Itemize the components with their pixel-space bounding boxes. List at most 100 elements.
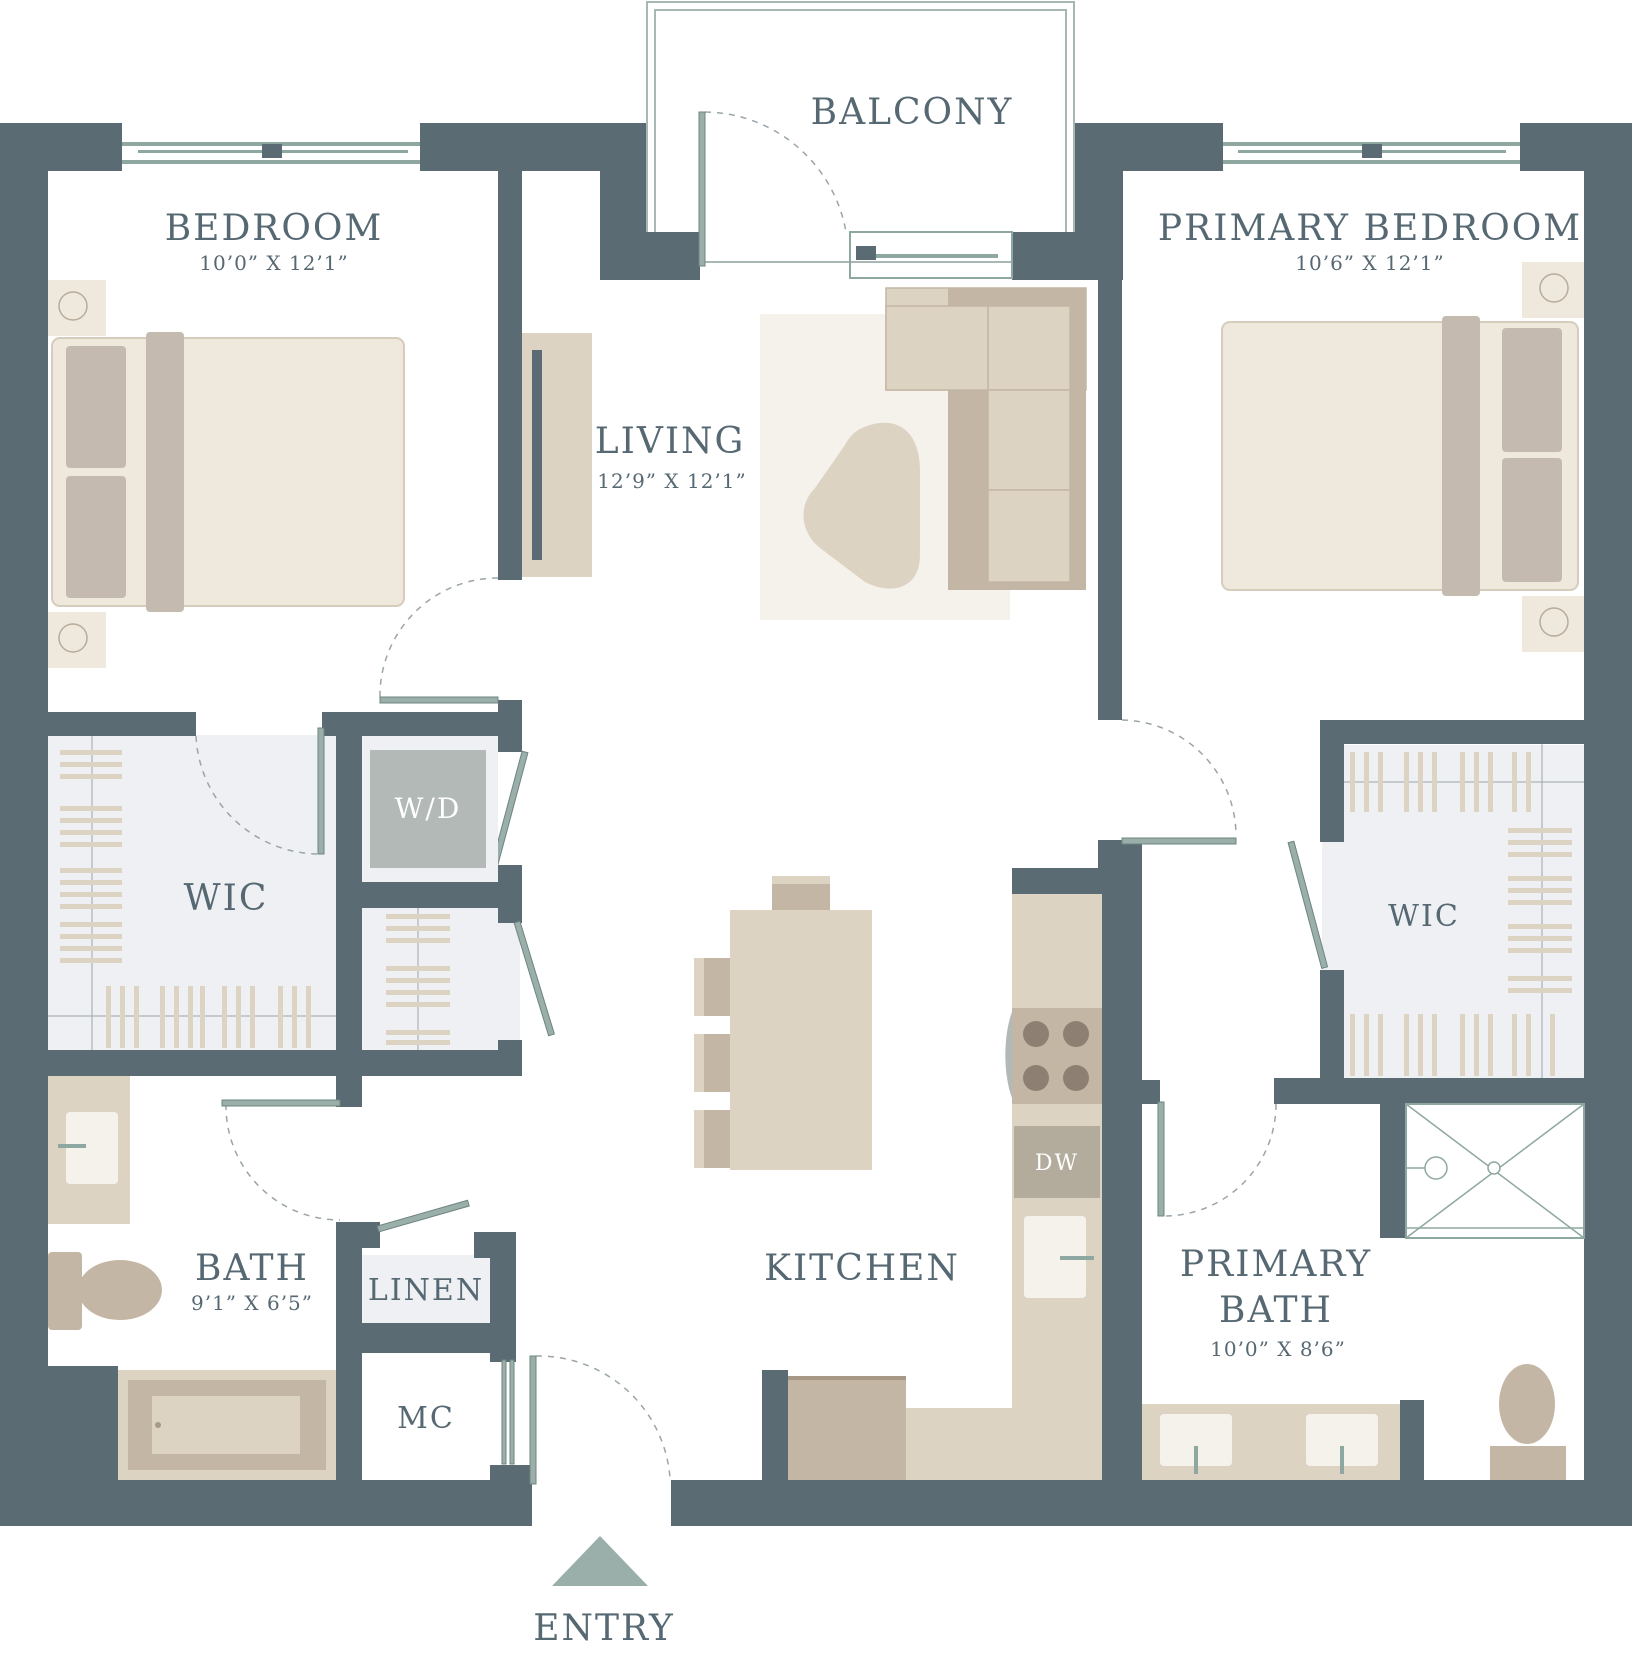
primary-toilet-bowl [1499, 1364, 1555, 1444]
door-swing-bedroom [379, 577, 499, 701]
wall-top-left-a [0, 123, 122, 171]
living-dims: 12’9” X 12’1” [597, 469, 746, 493]
door-leaf-linen [376, 1199, 470, 1233]
burner-3 [1023, 1065, 1049, 1091]
wall-shower-left [1380, 1078, 1406, 1238]
primary-bedroom-furniture [1221, 262, 1584, 652]
door-leaf-primary-bath [1157, 1101, 1165, 1217]
wall-wic-wd [336, 712, 362, 1107]
windows [122, 142, 1520, 279]
washer-dryer: W/D [362, 736, 498, 882]
wall-mc-right [490, 1465, 532, 1485]
door-leaf-wic-left [317, 727, 325, 855]
wall-left-outer [0, 123, 48, 1526]
pillow-left-1 [66, 346, 126, 468]
door-swing-primary-bedroom [1121, 719, 1237, 837]
bedroom-furniture [48, 280, 405, 668]
nightstand-top-left [48, 280, 106, 336]
bath-fixtures [48, 1076, 336, 1480]
bedroom-label: BEDROOM [165, 208, 384, 249]
lamp-bottom-left [58, 623, 88, 653]
primary-bath-dims: 10’0” X 8’6” [1210, 1337, 1346, 1361]
range-hood-arc [1005, 1012, 1012, 1098]
wall-balcony-right-pier [1075, 123, 1123, 280]
wall-vanity-right [1400, 1400, 1424, 1482]
kitchen-label: KITCHEN [764, 1248, 960, 1289]
wall-wic-right-top [1320, 720, 1584, 744]
wic-left-label: WIC [184, 878, 269, 919]
window-primary-bedroom [1223, 142, 1520, 164]
nightstand-top-right [1522, 262, 1584, 318]
primary-bedroom-dims: 10’6” X 12’1” [1295, 251, 1444, 275]
bed-right [1221, 321, 1579, 591]
shower-head [1424, 1156, 1448, 1180]
burner-2 [1063, 1021, 1089, 1047]
wall-bath-tub-corner [48, 1366, 118, 1480]
left-wic-shelving [48, 736, 336, 1050]
right-wic-shelving [1344, 744, 1584, 1078]
wall-wic-bottom [48, 1050, 522, 1076]
lamp-bottom-right [1539, 607, 1569, 637]
door-leaves [221, 111, 1329, 1485]
dishwasher [1014, 1126, 1100, 1198]
door-leaf-mc-a [501, 1359, 507, 1465]
burner-4 [1063, 1065, 1089, 1091]
wall-wic-right-left-a [1320, 720, 1344, 842]
refrigerator [788, 1378, 906, 1480]
wall-kitchen-bath-stub [1142, 1080, 1160, 1104]
dining-chair-top-back [772, 876, 830, 884]
sofa-chaise-seat [885, 305, 989, 391]
dining-set [694, 876, 872, 1170]
primary-sink-1 [1160, 1414, 1232, 1466]
bed-left [51, 337, 405, 607]
door-leaf-mc-b [509, 1359, 515, 1465]
lamp-top-left [58, 291, 88, 321]
living-label: LIVING [595, 421, 746, 462]
pillow-right-2 [1502, 458, 1562, 582]
kitchen-faucet [1060, 1256, 1094, 1260]
nightstand-bottom-right [1522, 596, 1584, 652]
door-swing-primary-bath [1165, 1103, 1277, 1217]
washer-dryer-unit [370, 750, 486, 868]
bath-faucet [58, 1144, 86, 1148]
wall-bedroom-wic-a [48, 712, 196, 736]
window-bedroom [122, 142, 420, 164]
wall-living-primary [1098, 280, 1122, 720]
bath-label: BATH [195, 1248, 309, 1289]
primary-faucet-2 [1340, 1446, 1344, 1474]
wall-wd-right-top [498, 700, 522, 752]
range-cooktop [1012, 1008, 1102, 1104]
primary-bedroom-label: PRIMARY BEDROOM [1158, 208, 1582, 249]
dining-chair-left-2-seat [694, 1034, 704, 1092]
mc-label: MC [397, 1401, 455, 1436]
primary-bath-label-1: PRIMARY [1180, 1244, 1372, 1285]
balcony [646, 1, 1075, 263]
bath-sink [66, 1112, 118, 1184]
wall-wic-right-bottom [1274, 1078, 1584, 1104]
wall-kitchen-notch [1098, 840, 1122, 880]
primary-sink-2 [1306, 1414, 1378, 1466]
dw-label: DW [1035, 1151, 1079, 1176]
linen-label: LINEN [368, 1273, 484, 1308]
primary-toilet-tank [1490, 1446, 1566, 1480]
bath-dims: 9’1” X 6’5” [191, 1291, 313, 1315]
sofa-cushion-1 [987, 305, 1071, 391]
bath-toilet-bowl [78, 1260, 162, 1320]
burner-1 [1023, 1021, 1049, 1047]
linen-closet-floor [362, 1255, 490, 1323]
walls [0, 123, 1632, 1526]
entry-label: ENTRY [533, 1608, 675, 1649]
balcony-railing-inner [654, 9, 1067, 263]
wall-kitchen-right [1098, 840, 1142, 1480]
room-labels: BALCONY BEDROOM 10’0” X 12’1” PRIMARY BE… [165, 92, 1582, 1649]
wall-bath-right [336, 1222, 362, 1484]
door-swing-wic-left [195, 735, 319, 855]
wd-label: W/D [395, 792, 462, 825]
wall-bottom-right [671, 1480, 1632, 1526]
balcony-label: BALCONY [811, 92, 1014, 133]
dining-chair-left-1-seat [694, 958, 704, 1016]
primary-faucet-1 [1194, 1446, 1198, 1474]
primary-bath-fixtures [1142, 1103, 1585, 1480]
television [532, 350, 542, 560]
door-swing-balcony [704, 111, 847, 233]
